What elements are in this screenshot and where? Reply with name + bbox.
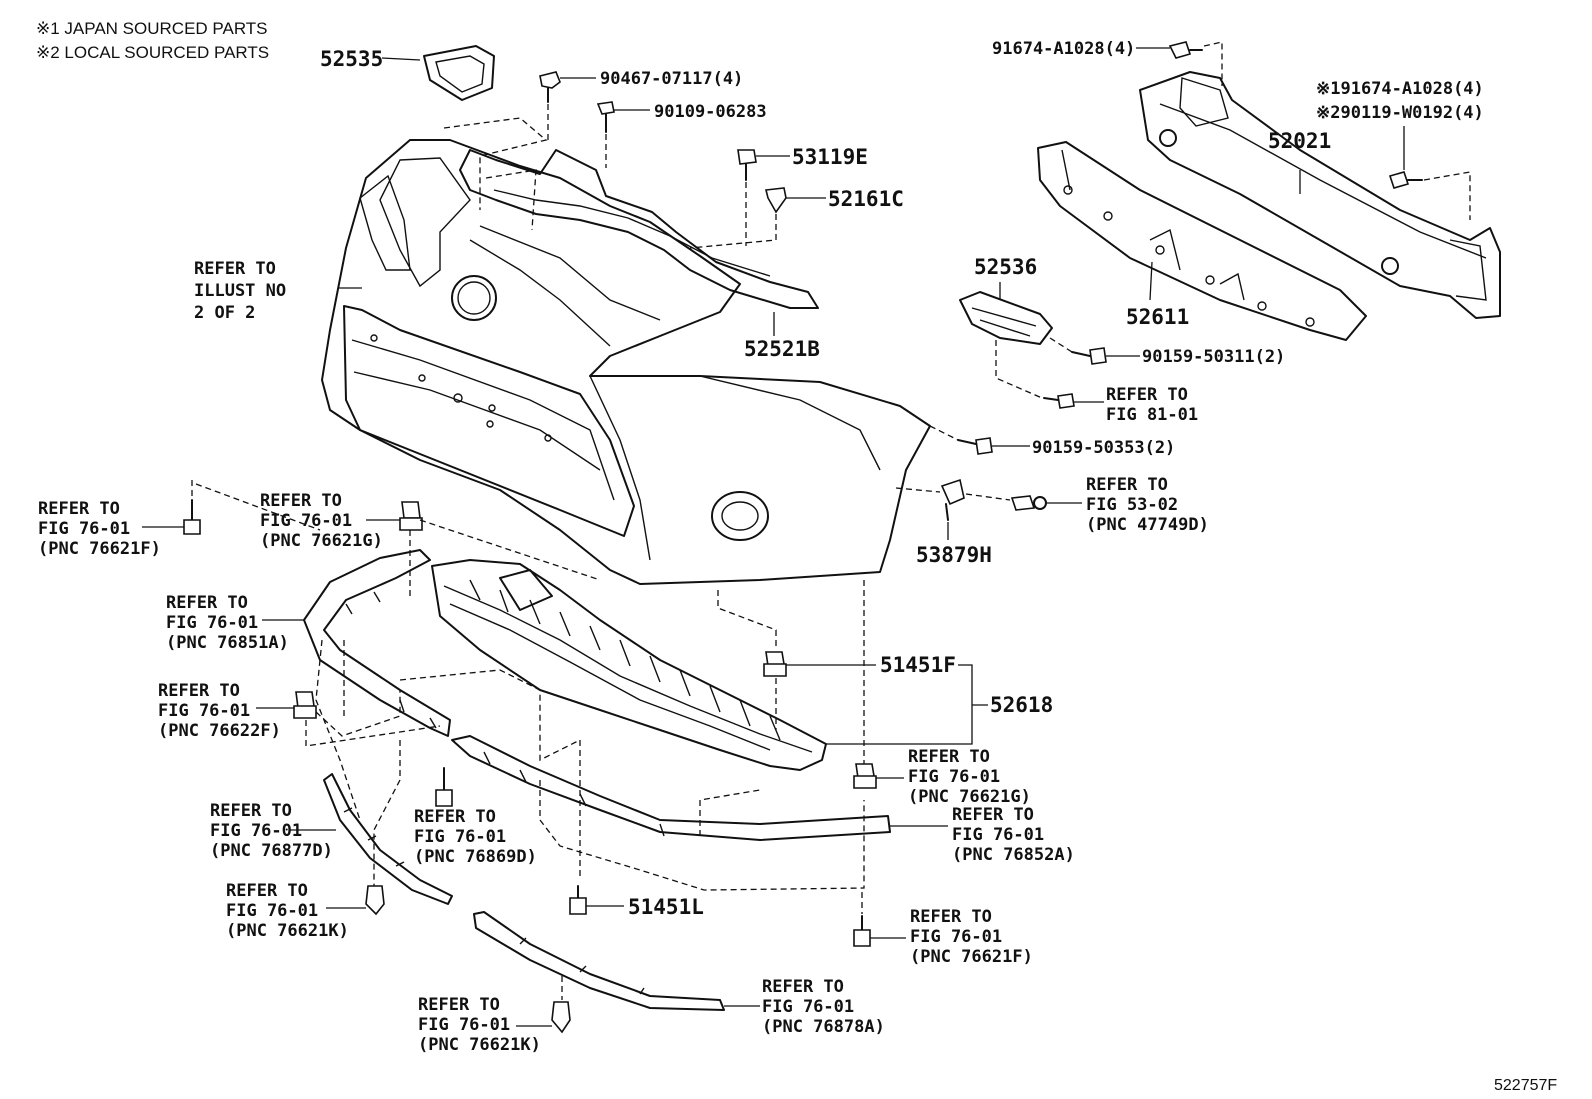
label-90159-50311: 90159-50311(2) xyxy=(1142,347,1285,367)
label-note2-bolt: ※290119-W0192(4) xyxy=(1316,103,1484,123)
bolt-fig8101-icon xyxy=(1043,393,1075,409)
ref-76852A-line3: (PNC 76852A) xyxy=(952,845,1075,865)
ref-76621F-left-line2: FIG 76-01 xyxy=(38,519,130,539)
ref-fig8101-line2: FIG 81-01 xyxy=(1106,405,1198,425)
label-note1-bolt: ※191674-A1028(4) xyxy=(1316,79,1484,99)
ref-76851A-line2: FIG 76-01 xyxy=(166,613,258,633)
label-52618: 52618 xyxy=(990,693,1053,717)
ref-76621G-top-line3: (PNC 76621G) xyxy=(260,531,383,551)
ref-76621K-left-line3: (PNC 76621K) xyxy=(226,921,349,941)
ref-illust-line1: REFER TO xyxy=(194,259,276,279)
bolt-76621F-left-icon xyxy=(183,499,201,535)
label-53119E: 53119E xyxy=(792,145,868,169)
ref-fig5302-line1: REFER TO xyxy=(1086,475,1168,495)
retainer-53879H-icon xyxy=(940,478,965,521)
fog-lamp-connector-icon xyxy=(1010,495,1047,511)
ref-76852A-line2: FIG 76-01 xyxy=(952,825,1044,845)
ref-76621K-left-line2: FIG 76-01 xyxy=(226,901,318,921)
label-52611: 52611 xyxy=(1126,305,1189,329)
figure-id: 522757F xyxy=(1494,1077,1557,1094)
label-52535: 52535 xyxy=(320,47,383,71)
spoiler-76851A-drawing xyxy=(303,549,451,737)
label-52521B: 52521B xyxy=(744,337,820,361)
bolt-90467-icon xyxy=(539,71,561,103)
ref-76877D-line3: (PNC 76877D) xyxy=(210,841,333,861)
ref-76621F-right-line3: (PNC 76621F) xyxy=(910,947,1033,967)
bolt-90109-icon xyxy=(596,101,615,133)
bumper-cover-drawing xyxy=(321,139,931,585)
retainer-52521B-drawing xyxy=(459,149,819,309)
ref-76851A-line3: (PNC 76851A) xyxy=(166,633,289,653)
nut-76621G-right-icon xyxy=(853,763,877,789)
bolt-90159-50311-icon xyxy=(1071,347,1107,365)
ref-76621G-right-line3: (PNC 76621G) xyxy=(908,787,1031,807)
ref-76878A-line1: REFER TO xyxy=(762,977,844,997)
bolt-76621F-right-icon xyxy=(853,915,871,947)
label-51451L: 51451L xyxy=(628,895,704,919)
ref-76851A-line1: REFER TO xyxy=(166,593,248,613)
ref-fig5302-line3: (PNC 47749D) xyxy=(1086,515,1209,535)
label-90467: 90467-07117(4) xyxy=(600,69,743,89)
ref-76869D-line2: FIG 76-01 xyxy=(414,827,506,847)
label-91674: 91674-A1028(4) xyxy=(992,39,1135,59)
ref-76877D-line1: REFER TO xyxy=(210,801,292,821)
ref-76621F-left-line1: REFER TO xyxy=(38,499,120,519)
ref-76621K-bottom-line2: FIG 76-01 xyxy=(418,1015,510,1035)
ref-76622F-line2: FIG 76-01 xyxy=(158,701,250,721)
ref-76621G-right-line1: REFER TO xyxy=(908,747,990,767)
molding-76877D-drawing xyxy=(323,773,453,905)
label-90159-50353: 90159-50353(2) xyxy=(1032,438,1175,458)
clip-53119E-icon xyxy=(737,149,757,181)
label-52536: 52536 xyxy=(974,255,1037,279)
bracket-52535-drawing xyxy=(423,45,495,101)
ref-76621K-bottom-line1: REFER TO xyxy=(418,995,500,1015)
nut-51451F-icon xyxy=(763,651,787,677)
ref-76621F-left-line3: (PNC 76621F) xyxy=(38,539,161,559)
ref-76621F-right-line2: FIG 76-01 xyxy=(910,927,1002,947)
ref-76621K-left-line1: REFER TO xyxy=(226,881,308,901)
ref-76621K-bottom-line3: (PNC 76621K) xyxy=(418,1035,541,1055)
bolt-91674-icon xyxy=(1168,41,1203,59)
label-51451F: 51451F xyxy=(880,653,956,677)
bolt-note-icon xyxy=(1388,171,1423,189)
bolt-76869D-icon xyxy=(435,767,453,807)
ref-76621F-right-line1: REFER TO xyxy=(910,907,992,927)
ref-76621G-top-line1: REFER TO xyxy=(260,491,342,511)
clip-76621K-left-icon xyxy=(365,885,385,916)
molding-76878A-drawing xyxy=(473,911,725,1011)
bolt-51451L-icon xyxy=(569,885,587,915)
note-japan-sourced: ※1 JAPAN SOURCED PARTS xyxy=(36,19,268,38)
reinforcement-52021-drawing xyxy=(1139,71,1501,319)
absorber-52611-drawing xyxy=(1037,141,1367,341)
bracket-52536-drawing xyxy=(959,291,1053,345)
clip-76621K-bottom-icon xyxy=(551,1001,571,1034)
ref-76621G-top-line2: FIG 76-01 xyxy=(260,511,352,531)
label-53879H: 53879H xyxy=(916,543,992,567)
bolt-90159-50353-icon xyxy=(957,437,993,455)
ref-fig5302-line2: FIG 53-02 xyxy=(1086,495,1178,515)
ref-illust-line2: ILLUST NO xyxy=(194,281,286,301)
ref-76622F-line1: REFER TO xyxy=(158,681,240,701)
ref-76878A-line3: (PNC 76878A) xyxy=(762,1017,885,1037)
nut-76621G-top-icon xyxy=(399,501,423,531)
spoiler-76852A-drawing xyxy=(451,735,891,841)
ref-illust-line3: 2 OF 2 xyxy=(194,303,255,323)
ref-76877D-line2: FIG 76-01 xyxy=(210,821,302,841)
ref-76878A-line2: FIG 76-01 xyxy=(762,997,854,1017)
label-52161C: 52161C xyxy=(828,187,904,211)
label-90109: 90109-06283 xyxy=(654,102,767,122)
ref-76622F-line3: (PNC 76622F) xyxy=(158,721,281,741)
label-52021: 52021 xyxy=(1268,129,1331,153)
ref-76621G-right-line2: FIG 76-01 xyxy=(908,767,1000,787)
clip-52161C-icon xyxy=(765,187,787,214)
ref-76869D-line3: (PNC 76869D) xyxy=(414,847,537,867)
ref-fig8101-line1: REFER TO xyxy=(1106,385,1188,405)
ref-76852A-line1: REFER TO xyxy=(952,805,1034,825)
note-local-sourced: ※2 LOCAL SOURCED PARTS xyxy=(36,43,269,62)
nut-76622F-icon xyxy=(293,691,317,719)
ref-76869D-line1: REFER TO xyxy=(414,807,496,827)
